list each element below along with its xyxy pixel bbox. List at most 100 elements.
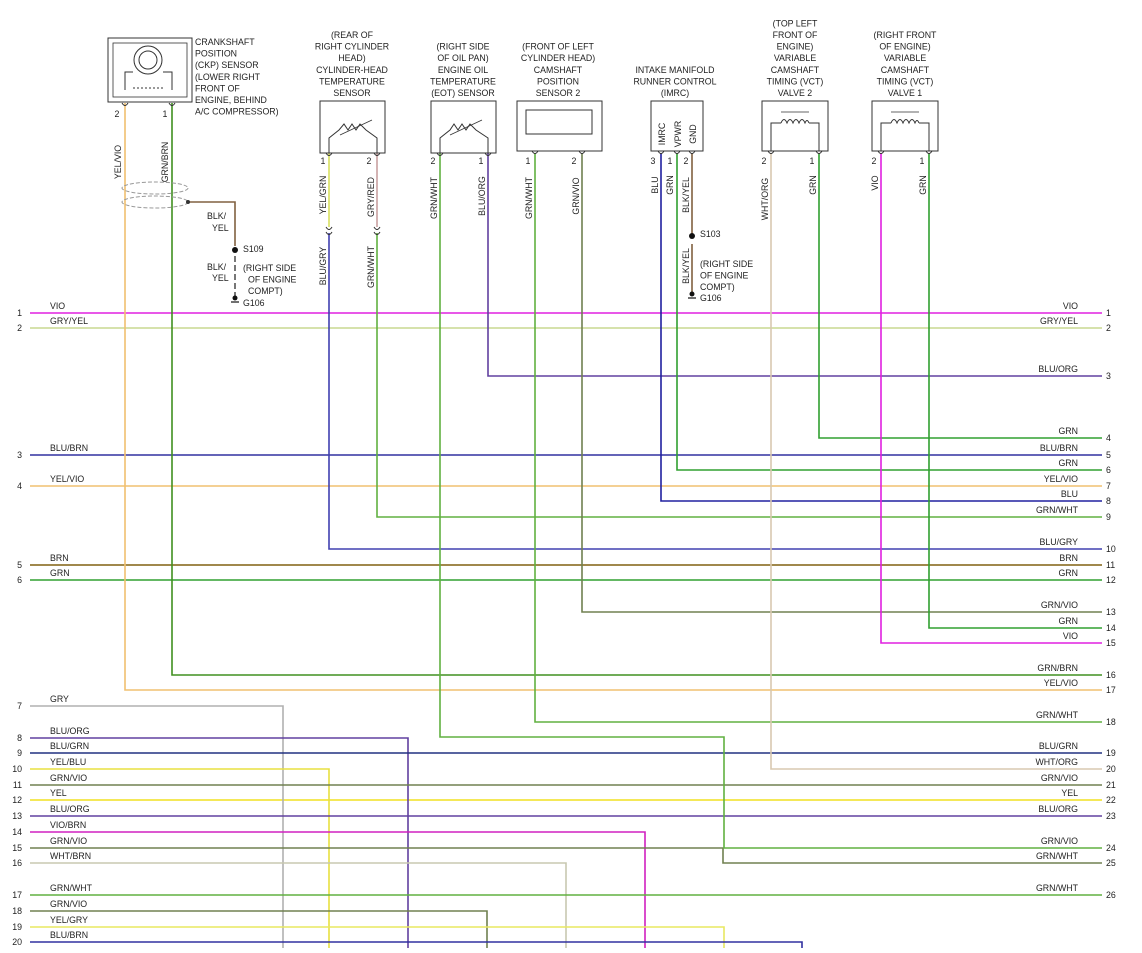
- right-connector-wire-label: GRN/VIO: [1041, 600, 1078, 610]
- thermistor-icon: [439, 123, 489, 153]
- ckp-sensor: [107, 37, 193, 103]
- connector-pin: [767, 150, 775, 154]
- pin-number: 2: [115, 109, 120, 119]
- eot-wire-2: [439, 153, 1102, 849]
- pin-number: 2: [367, 156, 372, 166]
- left-connector-pin: 1: [17, 308, 22, 318]
- pin-number: 2: [684, 156, 689, 166]
- chts-caption: TEMPERATURE: [319, 76, 385, 86]
- wire-label: WHT/ORG: [760, 178, 770, 221]
- left-connector-wire-label: YEL: [50, 788, 67, 798]
- right-connector-wire-label: VIO: [1063, 631, 1078, 641]
- wire-label: VIO: [870, 175, 880, 190]
- ckp-wire-1: [171, 103, 1102, 676]
- ckp-gear-icon: [138, 50, 158, 70]
- solenoid-icon: [890, 119, 920, 125]
- right-connector-wire-label: GRN/WHT: [1036, 505, 1079, 515]
- pin-number: 1: [321, 156, 326, 166]
- connector-pin: [688, 150, 696, 154]
- connector-pin: [815, 150, 823, 154]
- pin-name: IMRC: [657, 122, 667, 145]
- left-connector-pin: 20: [12, 937, 22, 947]
- left-connector-pin: 5: [17, 560, 22, 570]
- left-connector-wire-label: VIO: [50, 301, 65, 311]
- vct1-valve: [871, 100, 939, 152]
- right-connector-wire-label: GRN/VIO: [1041, 773, 1078, 783]
- right-connector-pin: 9: [1106, 512, 1111, 522]
- vct1-caption: TIMING (VCT): [877, 76, 934, 86]
- connector-pin: [121, 102, 129, 106]
- left-connector-pin: 7: [17, 701, 22, 711]
- vct2-caption: VALVE 2: [778, 88, 813, 98]
- left-connector-wire-label: BLU/BRN: [50, 930, 88, 940]
- bus-wire-drop: [30, 910, 488, 948]
- right-connector-pin: 17: [1106, 685, 1116, 695]
- bus-wire-drop: [30, 768, 330, 948]
- wire-label: YEL/VIO: [113, 145, 123, 179]
- left-connector-wire-label: GRY/YEL: [50, 316, 88, 326]
- right-connector-wire-label: GRY/YEL: [1040, 316, 1078, 326]
- left-connector-pin: 8: [17, 733, 22, 743]
- right-connector-wire-label: YEL: [1061, 788, 1078, 798]
- left-connector-wire-label: YEL/GRY: [50, 915, 88, 925]
- right-connector-pin: 4: [1106, 433, 1111, 443]
- cht-wire-1: [328, 233, 1102, 550]
- right-connector-pin: 16: [1106, 670, 1116, 680]
- bus-wire-drop: [30, 862, 567, 948]
- right-connector-wire-label: BLU: [1061, 489, 1078, 499]
- ckp-caption: POSITION: [195, 49, 237, 59]
- right-connector-pin: 20: [1106, 764, 1116, 774]
- vct1-caption: CAMSHAFT: [881, 65, 930, 75]
- shield-icon: [121, 181, 189, 195]
- vct1-wire-2: [880, 153, 1102, 644]
- location-label: COMPT): [700, 282, 735, 292]
- right-connector-pin: 14: [1106, 623, 1116, 633]
- imrc-wire-3: [660, 153, 1102, 502]
- wire-label: BLK/YEL: [681, 248, 691, 284]
- cmp-element-icon: [525, 109, 593, 135]
- splice-label: S103: [700, 229, 721, 239]
- right-connector-wire-label: YEL/VIO: [1044, 474, 1078, 484]
- right-connector-wire-label: GRN/WHT: [1036, 710, 1079, 720]
- ground-label: G106: [243, 298, 265, 308]
- pin-number: 1: [668, 156, 673, 166]
- thermistor-icon: [449, 119, 483, 136]
- right-connector-pin: 19: [1106, 748, 1116, 758]
- right-connector-wire-label: GRN: [1058, 616, 1078, 626]
- vct2-caption: (TOP LEFT: [773, 18, 818, 28]
- ckp-gear-icon: [133, 45, 163, 75]
- ckp-wire-2: [124, 103, 1102, 691]
- right-connector-wire-label: BLU/BRN: [1040, 443, 1078, 453]
- eot-caption: (EOT) SENSOR: [431, 88, 495, 98]
- bus-wire-cross: [30, 847, 1102, 864]
- right-connector-wire-label: BLU/ORG: [1038, 364, 1078, 374]
- chts-caption: HEAD): [338, 53, 365, 63]
- cht-sensor: [319, 100, 386, 154]
- right-connector-wire-label: GRN: [1058, 568, 1078, 578]
- left-connector-wire-label: GRY: [50, 694, 69, 704]
- chts-caption: (REAR OF: [331, 30, 374, 40]
- chts-caption: RIGHT CYLINDER: [315, 42, 389, 52]
- ckp-caption: CRANKSHAFT: [195, 37, 255, 47]
- left-connector-pin: 11: [13, 780, 22, 790]
- eot-wire-1: [487, 153, 1102, 377]
- solenoid-icon: [880, 122, 930, 151]
- wire-label: BLK/: [207, 211, 227, 221]
- connector-pin: [373, 152, 381, 156]
- chts-caption: CYLINDER-HEAD: [316, 65, 388, 75]
- left-connector-wire-label: GRN/WHT: [50, 883, 93, 893]
- right-connector-pin: 21: [1106, 780, 1116, 790]
- right-connector-pin: 23: [1106, 811, 1116, 821]
- right-connector-pin: 1: [1106, 308, 1111, 318]
- splice-s109: [232, 247, 238, 253]
- right-connector-wire-label: GRN/VIO: [1041, 836, 1078, 846]
- right-connector-pin: 6: [1106, 465, 1111, 475]
- wire-label: GRN: [918, 175, 928, 195]
- cmp-wire-1: [534, 153, 1102, 723]
- ground-icon: [689, 291, 695, 297]
- wire-label: BLK/: [207, 262, 227, 272]
- left-connector-pin: 9: [17, 748, 22, 758]
- right-connector-pin: 18: [1106, 717, 1116, 727]
- components-layer: [107, 37, 939, 303]
- left-connector-pin: 12: [12, 795, 22, 805]
